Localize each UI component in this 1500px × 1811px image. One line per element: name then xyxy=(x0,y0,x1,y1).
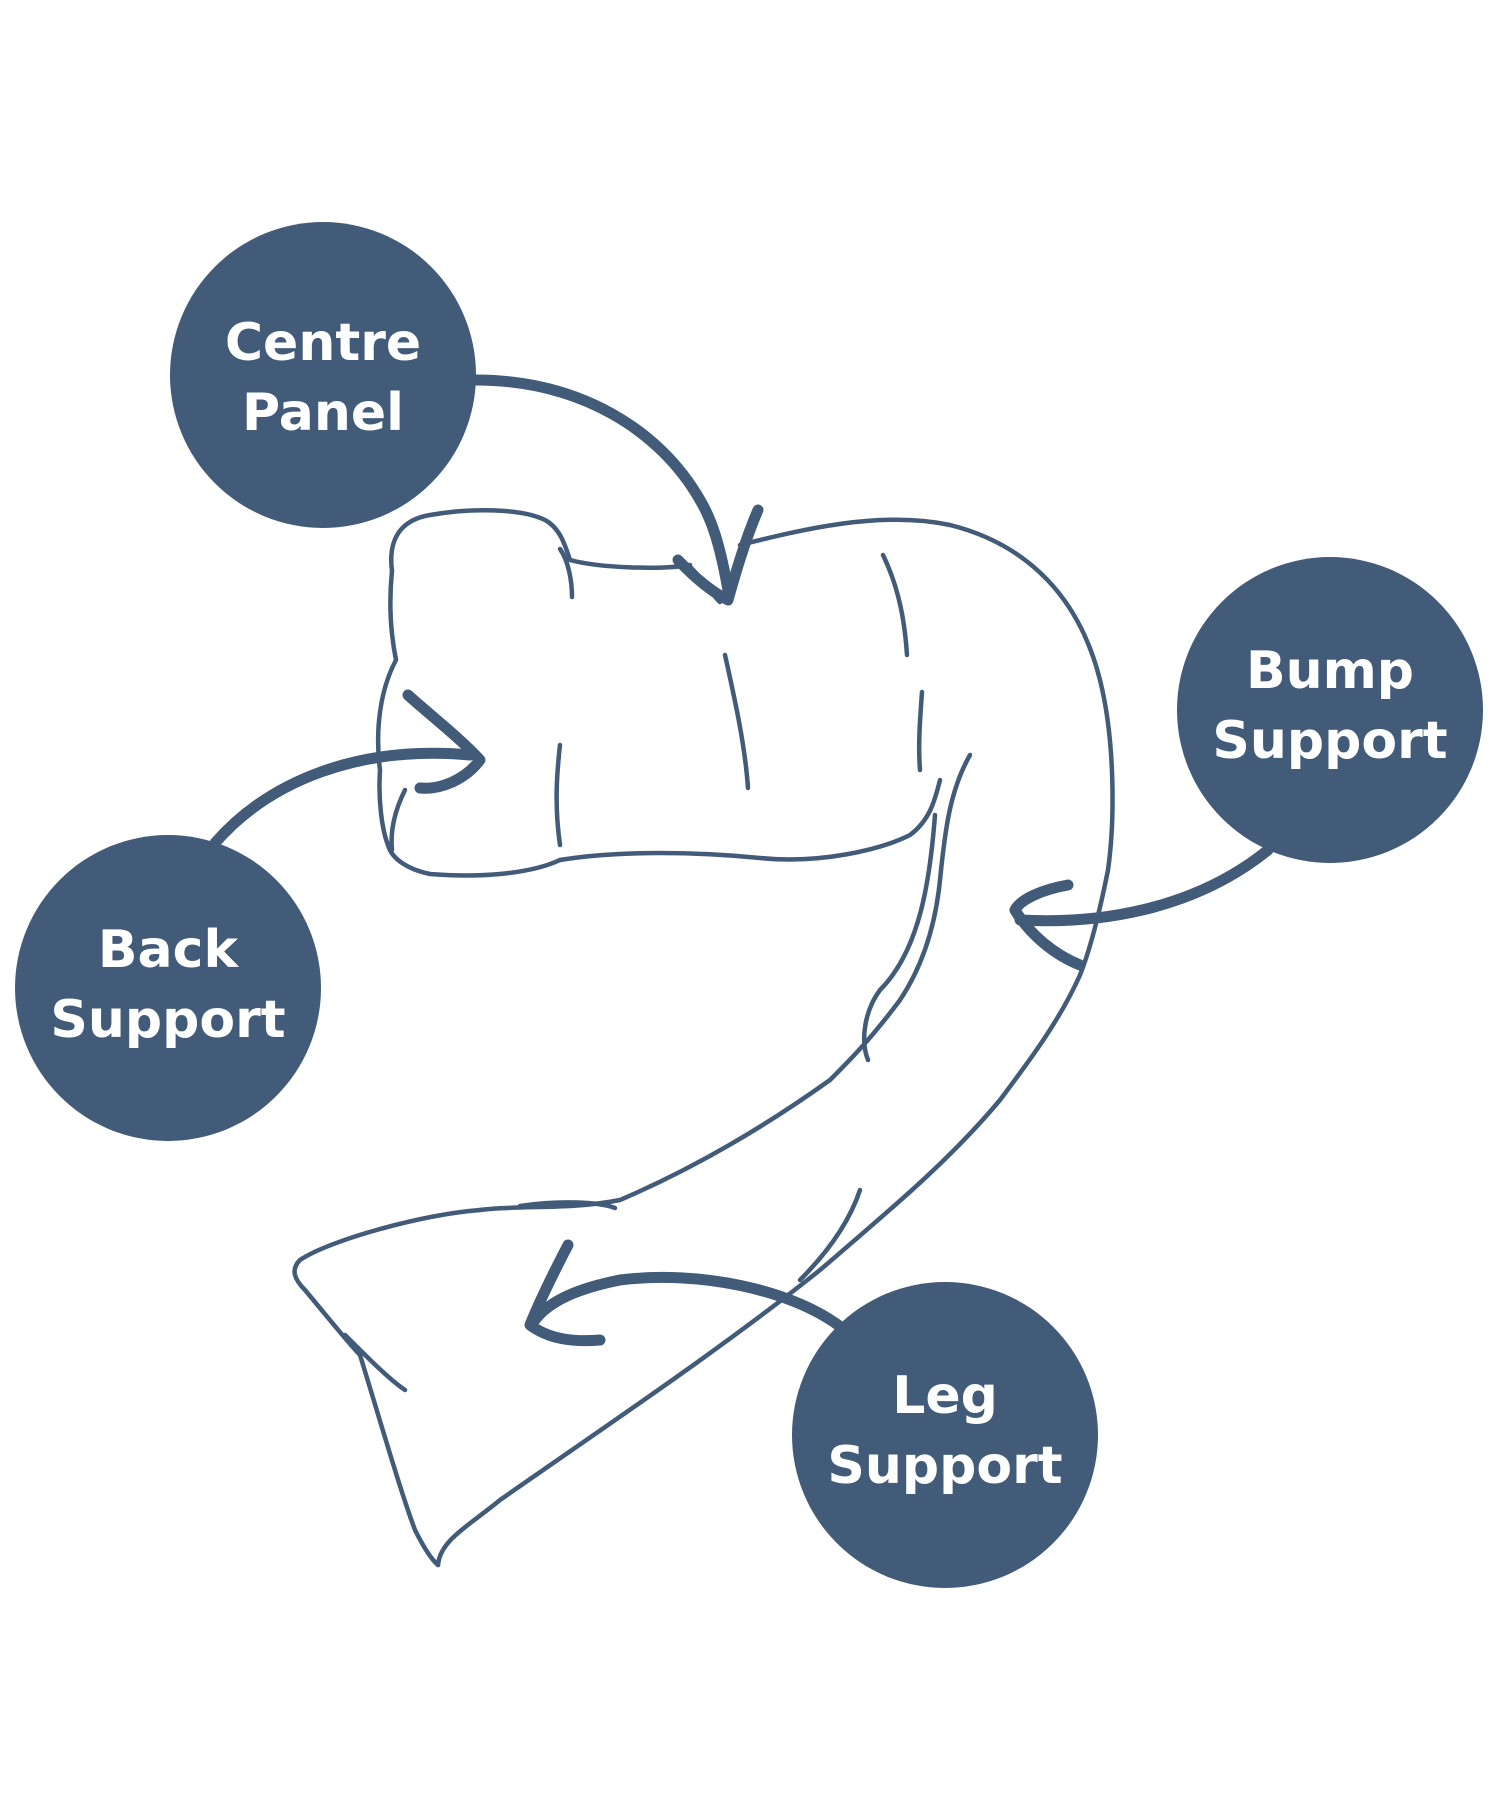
centre-panel-arrow xyxy=(469,374,734,596)
bump-support-line1: Bump xyxy=(1246,641,1414,701)
back-support-line1: Back xyxy=(98,920,240,980)
leg-support-arrow xyxy=(529,1271,844,1331)
pillow-illustration xyxy=(292,508,1115,1568)
pillow-top-band xyxy=(435,517,1115,1568)
pillow-head-right-edge xyxy=(557,546,575,600)
pillow-crease-5 xyxy=(389,787,408,853)
pillow-inner-curve xyxy=(477,752,973,1213)
back-support-arrowhead xyxy=(402,689,486,794)
pillow-leg-crease-2 xyxy=(797,1187,863,1283)
bump-support-bubble xyxy=(1177,557,1483,863)
back-support-line2: Support xyxy=(50,990,285,1050)
pillow-crease-2 xyxy=(880,552,910,658)
arrows xyxy=(209,374,1274,1347)
pillow-crease-6 xyxy=(861,812,938,1063)
pillow-head-outline xyxy=(389,508,693,574)
pillow-inner-band xyxy=(557,777,943,863)
centre-panel-bubble xyxy=(170,222,476,528)
pillow-crease-3 xyxy=(916,689,925,773)
pillow-leg-fold xyxy=(342,1332,408,1393)
centre-panel-line1: Centre xyxy=(225,313,421,373)
bump-support-line2: Support xyxy=(1212,711,1447,771)
bump-support-arrow xyxy=(1014,844,1274,927)
leg-support-bubble xyxy=(792,1282,1098,1588)
centre-panel-line2: Panel xyxy=(242,383,404,443)
pillow-leg-crease xyxy=(517,1200,618,1211)
label-back-support: Back Support xyxy=(15,835,321,1141)
leg-support-line1: Leg xyxy=(892,1366,998,1426)
pillow-crease-4 xyxy=(554,742,563,848)
leg-support-line2: Support xyxy=(827,1436,1062,1496)
back-support-arrow xyxy=(209,747,476,849)
pillow-leg-end xyxy=(292,1207,483,1568)
pillow-crease-1 xyxy=(722,652,751,791)
label-bump-support: Bump Support xyxy=(1177,557,1483,863)
label-centre-panel: Centre Panel xyxy=(170,222,476,528)
leg-support-arrowhead xyxy=(524,1239,606,1347)
centre-panel-arrowhead xyxy=(672,504,764,606)
bump-support-arrowhead xyxy=(1009,879,1086,971)
back-support-bubble xyxy=(15,835,321,1141)
pillow-head-left-edge xyxy=(375,568,563,878)
label-leg-support: Leg Support xyxy=(792,1282,1098,1588)
